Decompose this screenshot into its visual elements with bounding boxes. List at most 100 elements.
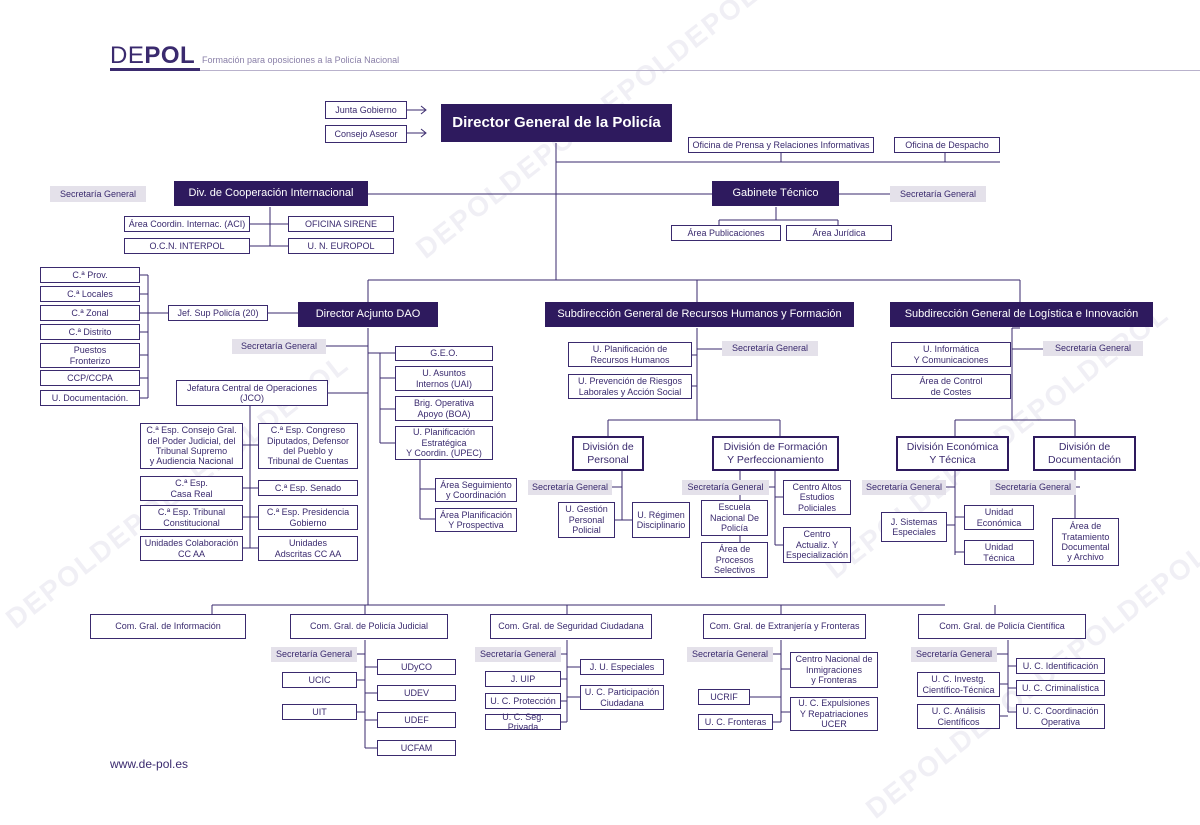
coop-secretaria-box[interactable]: Secretaría General <box>50 186 146 202</box>
area-publicaciones-box[interactable]: Área Publicaciones <box>671 225 781 241</box>
jef-sup-policia-box[interactable]: Jef. Sup Policía (20) <box>168 305 268 321</box>
cg-seguridad-ciudadana-box[interactable]: Com. Gral. de Seguridad Ciudadana <box>490 614 652 639</box>
area-control-costes-box[interactable]: Área de Control de Costes <box>891 374 1011 399</box>
brand-tagline: Formación para oposiciones a la Policía … <box>202 55 400 65</box>
subdireccion-rrhh-box[interactable]: Subdirección General de Recursos Humanos… <box>545 302 854 327</box>
u-c-identificacion-box[interactable]: U. C. Identificación <box>1016 658 1105 674</box>
sirene-box[interactable]: OFICINA SIRENE <box>288 216 394 232</box>
c-zonal-box[interactable]: C.ª Zonal <box>40 305 140 321</box>
gabinete-tecnico-box[interactable]: Gabinete Técnico <box>712 181 839 206</box>
sc-secretaria-box[interactable]: Secretaría General <box>475 647 561 662</box>
ucfam-box[interactable]: UCFAM <box>377 740 456 756</box>
oficina-despacho-box[interactable]: Oficina de Despacho <box>894 137 1000 153</box>
ext-secretaria-box[interactable]: Secretaría General <box>687 647 773 662</box>
area-tratamiento-box[interactable]: Área de Tratamiento Documental y Archivo <box>1052 518 1119 566</box>
personal-secretaria-box[interactable]: Secretaría General <box>528 480 612 495</box>
brand-logo[interactable]: DEPOL <box>110 42 195 70</box>
centro-nacional-inmigraciones-box[interactable]: Centro Nacional de Inmigraciones y Front… <box>790 652 878 688</box>
jco-box[interactable]: Jefatura Central de Operaciones (JCO) <box>176 380 328 406</box>
uit-box[interactable]: UIT <box>282 704 357 720</box>
division-documentacion-box[interactable]: División de Documentación <box>1033 436 1136 471</box>
u-documentacion-box[interactable]: U. Documentación. <box>40 390 140 406</box>
division-personal-box[interactable]: División de Personal <box>572 436 644 471</box>
aci-box[interactable]: Área Coordin. Internac. (ACI) <box>124 216 250 232</box>
j-u-especiales-box[interactable]: J. U. Especiales <box>580 659 664 675</box>
area-seguimiento-box[interactable]: Área Seguimiento y Coordinación <box>435 478 517 502</box>
u-c-fronteras-box[interactable]: U. C. Fronteras <box>698 714 773 730</box>
u-c-coordinacion-operativa-box[interactable]: U. C. Coordinación Operativa <box>1016 704 1105 729</box>
centro-actualizacion-box[interactable]: Centro Actualiz. Y Especialización <box>783 527 851 563</box>
europol-box[interactable]: U. N. EUROPOL <box>288 238 394 254</box>
udef-box[interactable]: UDEF <box>377 712 456 728</box>
senado-box[interactable]: C.ª Esp. Senado <box>258 480 358 496</box>
u-prevencion-riesgos-box[interactable]: U. Prevención de Riesgos Laborales y Acc… <box>568 374 692 399</box>
pj-secretaria-box[interactable]: Secretaría General <box>271 647 357 662</box>
rrhh-secretaria-box[interactable]: Secretaría General <box>722 341 818 356</box>
area-prospectiva-box[interactable]: Área Planificación Y Prospectiva <box>435 508 517 532</box>
logo-light-text: DE <box>110 42 145 69</box>
u-regimen-disciplinario-box[interactable]: U. Régimen Disciplinario <box>632 502 690 538</box>
ucrif-box[interactable]: UCRIF <box>698 689 750 705</box>
ccp-ccpa-box[interactable]: CCP/CCPA <box>40 370 140 386</box>
casa-real-box[interactable]: C.ª Esp. Casa Real <box>140 476 243 501</box>
udev-box[interactable]: UDEV <box>377 685 456 701</box>
director-general-box[interactable]: Director General de la Policía <box>441 104 672 142</box>
area-juridica-box[interactable]: Área Jurídica <box>786 225 892 241</box>
formacion-secretaria-box[interactable]: Secretaría General <box>682 480 769 495</box>
ucic-box[interactable]: UCIC <box>282 672 357 688</box>
c-distrito-box[interactable]: C.ª Distrito <box>40 324 140 340</box>
gabinete-secretaria-box[interactable]: Secretaría General <box>890 186 986 202</box>
division-formacion-box[interactable]: División de Formación Y Perfeccionamient… <box>712 436 839 471</box>
boa-box[interactable]: Brig. Operativa Apoyo (BOA) <box>395 396 493 421</box>
geo-box[interactable]: G.E.O. <box>395 346 493 361</box>
interpol-box[interactable]: O.C.N. INTERPOL <box>124 238 250 254</box>
subdireccion-logistica-box[interactable]: Subdirección General de Logística e Inno… <box>890 302 1153 327</box>
junta-gobierno-box[interactable]: Junta Gobierno <box>325 101 407 119</box>
puestos-fronterizo-box[interactable]: Puestos Fronterizo <box>40 343 140 368</box>
u-c-criminalistica-box[interactable]: U. C. Criminalística <box>1016 680 1105 696</box>
oficina-prensa-box[interactable]: Oficina de Prensa y Relaciones Informati… <box>688 137 874 153</box>
udyco-box[interactable]: UDyCO <box>377 659 456 675</box>
cg-informacion-box[interactable]: Com. Gral. de Información <box>90 614 246 639</box>
unidades-adscritas-box[interactable]: Unidades Adscritas CC AA <box>258 536 358 561</box>
c-locales-box[interactable]: C.ª Locales <box>40 286 140 302</box>
logistica-secretaria-box[interactable]: Secretaría General <box>1043 341 1143 356</box>
economica-secretaria-box[interactable]: Secretaría General <box>862 480 946 495</box>
website-link[interactable]: www.de-pol.es <box>110 757 189 771</box>
presidencia-gobierno-box[interactable]: C.ª Esp. Presidencia Gobierno <box>258 505 358 530</box>
u-gestion-personal-box[interactable]: U. Gestión Personal Policial <box>558 502 615 538</box>
cien-secretaria-box[interactable]: Secretaría General <box>911 647 997 662</box>
u-c-seg-privada-box[interactable]: U. C. Seg. Privada <box>485 712 561 732</box>
documentacion-secretaria-box[interactable]: Secretaría General <box>990 480 1076 495</box>
u-c-participacion-box[interactable]: U. C. Participación Ciudadana <box>580 685 664 710</box>
uai-box[interactable]: U. Asuntos Internos (UAI) <box>395 366 493 391</box>
cg-policia-cientifica-box[interactable]: Com. Gral. de Policía Científica <box>918 614 1086 639</box>
ccgpj-box[interactable]: C.ª Esp. Consejo Gral. del Poder Judicia… <box>140 423 243 469</box>
div-cooperacion-box[interactable]: Div. de Cooperación Internacional <box>174 181 368 206</box>
division-economica-box[interactable]: División Económica Y Técnica <box>896 436 1009 471</box>
area-procesos-selectivos-box[interactable]: Área de Procesos Selectivos <box>701 542 768 578</box>
cg-policia-judicial-box[interactable]: Com. Gral. de Policía Judicial <box>290 614 448 639</box>
tribunal-constitucional-box[interactable]: C.ª Esp. Tribunal Constitucional <box>140 505 243 530</box>
u-c-investigacion-box[interactable]: U. C. Investg. Científico-Técnica <box>917 672 1000 697</box>
u-c-expulsiones-box[interactable]: U. C. Expulsiones Y Repatriaciones UCER <box>790 697 878 731</box>
u-c-proteccion-box[interactable]: U. C. Protección <box>485 693 561 709</box>
cg-extranjeria-box[interactable]: Com. Gral. de Extranjería y Fronteras <box>703 614 866 639</box>
director-adjunto-dao-box[interactable]: Director Acjunto DAO <box>298 302 438 327</box>
unidad-economica-box[interactable]: Unidad Económica <box>964 505 1034 530</box>
upec-box[interactable]: U. Planificación Estratégica Y Coordin. … <box>395 426 493 460</box>
congreso-box[interactable]: C.ª Esp. Congreso Diputados, Defensor de… <box>258 423 358 469</box>
j-uip-box[interactable]: J. UIP <box>485 671 561 687</box>
u-c-analisis-box[interactable]: U. C. Análisis Científicos <box>917 704 1000 729</box>
consejo-asesor-box[interactable]: Consejo Asesor <box>325 125 407 143</box>
unidades-colaboracion-box[interactable]: Unidades Colaboración CC AA <box>140 536 243 561</box>
u-planificacion-rrhh-box[interactable]: U. Planificación de Recursos Humanos <box>568 342 692 367</box>
centro-altos-estudios-box[interactable]: Centro Altos Estudios Policiales <box>783 480 851 515</box>
c-prov-box[interactable]: C.ª Prov. <box>40 267 140 283</box>
escuela-nacional-box[interactable]: Escuela Nacional De Policía <box>701 500 768 536</box>
j-sistemas-especiales-box[interactable]: J. Sistemas Especiales <box>881 512 947 542</box>
unidad-tecnica-box[interactable]: Unidad Técnica <box>964 540 1034 565</box>
dao-secretaria-box[interactable]: Secretaría General <box>232 339 326 354</box>
u-informatica-box[interactable]: U. Informática Y Comunicaciones <box>891 342 1011 367</box>
